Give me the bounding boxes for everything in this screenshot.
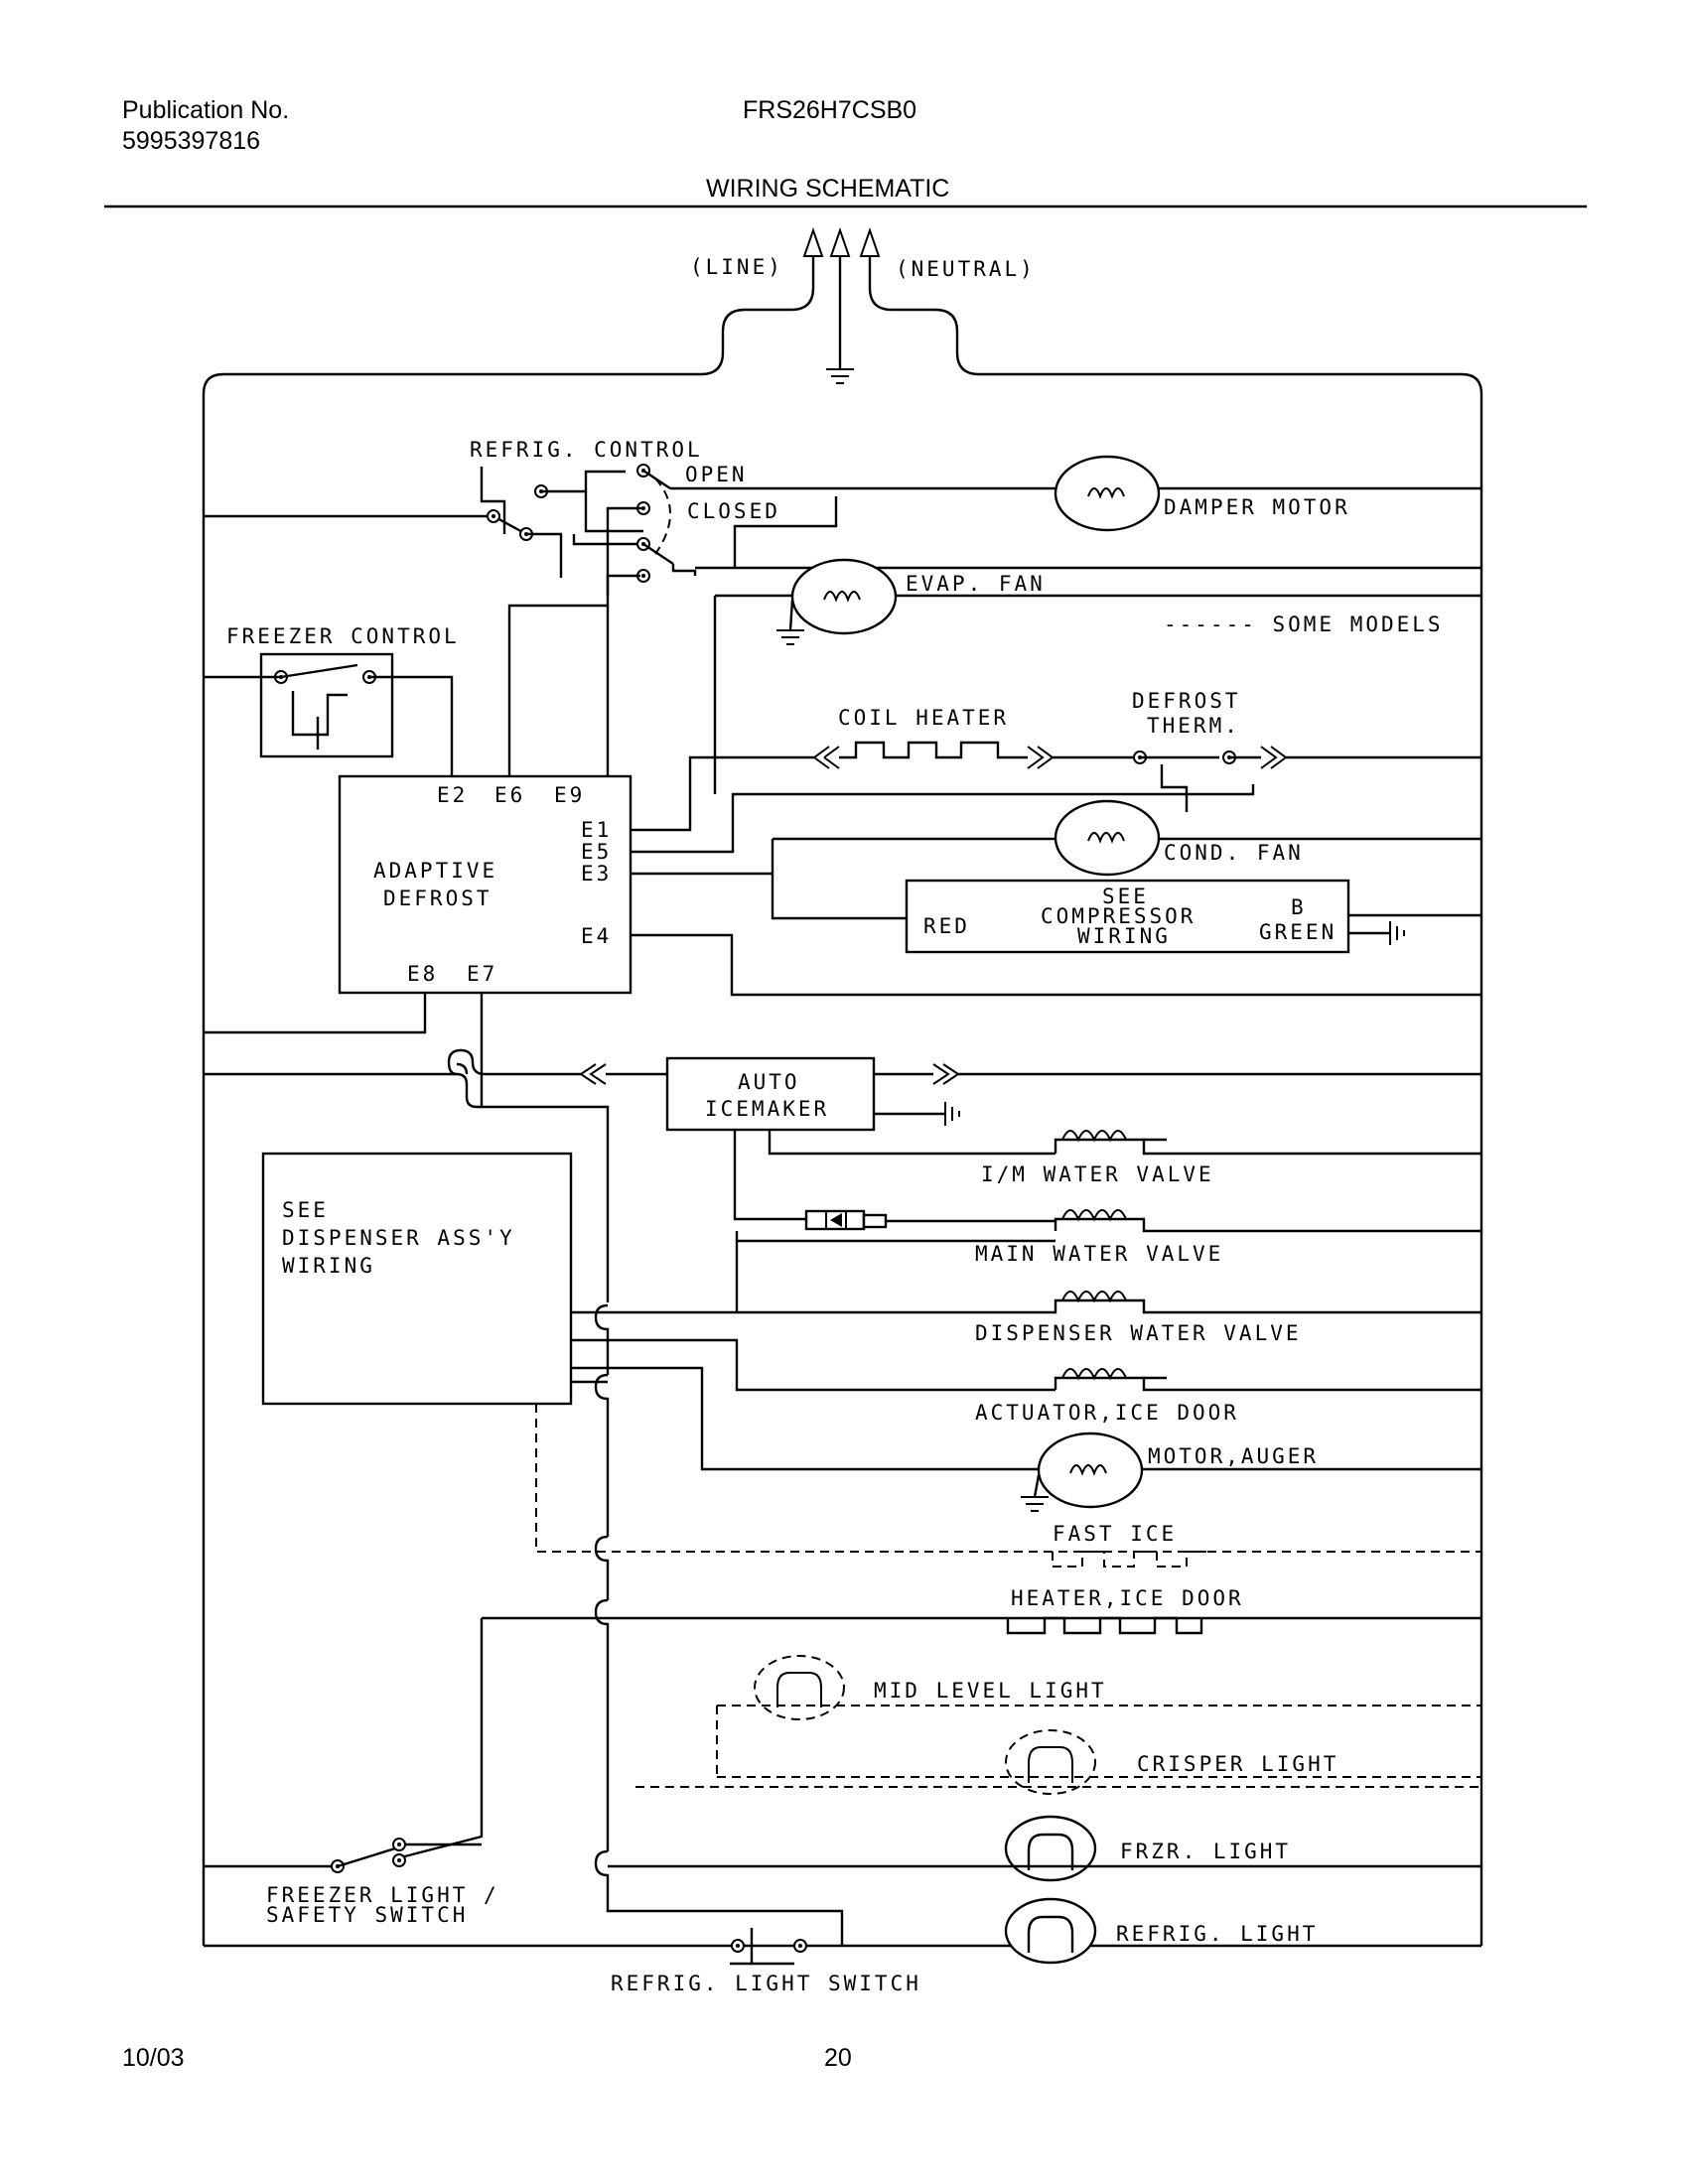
label-im-water-valve: I/M WATER VALVE — [981, 1162, 1214, 1186]
heater-ice-door — [1006, 1616, 1203, 1635]
label-e4: E4 — [581, 924, 612, 948]
im-water-valve — [1054, 1130, 1481, 1156]
page-title: WIRING SCHEMATIC — [706, 175, 950, 203]
refrig-control — [204, 464, 1481, 794]
label-b: B — [1291, 895, 1307, 919]
label-dispenser-assy: DISPENSER ASS'Y — [282, 1226, 515, 1250]
bus-lines — [396, 1057, 1481, 1946]
footer-date: 10/03 — [122, 2044, 185, 2072]
label-defrost-board: DEFROST — [383, 887, 492, 910]
label-some-models: ------ SOME MODELS — [1164, 613, 1444, 636]
label-actuator-ice-door: ACTUATOR,ICE DOOR — [975, 1401, 1239, 1425]
publication-number: 5995397816 — [122, 127, 261, 155]
label-line: (LINE) — [690, 255, 783, 279]
label-neutral: (NEUTRAL) — [896, 257, 1036, 281]
actuator-ice-door — [1054, 1368, 1481, 1392]
label-heater-ice-door: HEATER,ICE DOOR — [1011, 1586, 1244, 1610]
defrost-thermostat — [1133, 746, 1481, 812]
dispenser-water-valve — [737, 1291, 1481, 1314]
label-e3: E3 — [581, 862, 612, 886]
fast-ice-heater — [1052, 1551, 1206, 1568]
publication-label: Publication No. — [122, 96, 290, 124]
compressor-wiring-box — [905, 879, 1481, 954]
label-closed: CLOSED — [687, 499, 780, 523]
label-auto: AUTO — [738, 1070, 800, 1094]
label-cond-fan: COND. FAN — [1164, 841, 1304, 865]
coil-heater — [813, 741, 1140, 769]
refrig-light-switch — [730, 1928, 807, 1966]
label-e8: E8 — [407, 962, 438, 986]
label-green: GREEN — [1259, 920, 1336, 944]
icemaker-circuit — [204, 1048, 1481, 1221]
crisper-light — [635, 1729, 1481, 1795]
label-refrig-control: REFRIG. CONTROL — [470, 438, 703, 462]
label-adaptive: ADAPTIVE — [373, 859, 497, 883]
label-damper-motor: DAMPER MOTOR — [1164, 495, 1350, 519]
motor-auger — [1021, 1432, 1481, 1512]
label-freezer-light-switch-2: SAFETY SWITCH — [266, 1903, 468, 1927]
label-compressor: COMPRESSOR — [1041, 904, 1196, 928]
label-e2: E2 — [437, 783, 468, 807]
frzr-light — [204, 1815, 1481, 1882]
label-frzr-light: FRZR. LIGHT — [1120, 1840, 1291, 1863]
label-icemaker: ICEMAKER — [705, 1097, 829, 1121]
label-dispenser-wiring: WIRING — [282, 1254, 375, 1278]
wire-connector — [804, 1209, 1057, 1231]
label-e5: E5 — [581, 840, 612, 864]
label-red: RED — [923, 914, 970, 938]
label-mid-level-light: MID LEVEL LIGHT — [874, 1679, 1107, 1703]
label-fast-ice: FAST ICE — [1053, 1522, 1177, 1546]
label-see-dispenser: SEE — [282, 1198, 329, 1222]
label-e9: E9 — [554, 783, 585, 807]
label-evap-fan: EVAP. FAN — [906, 572, 1046, 596]
label-therm: THERM. — [1147, 714, 1240, 738]
label-main-water-valve: MAIN WATER VALVE — [975, 1242, 1223, 1266]
label-coil-heater: COIL HEATER — [838, 706, 1009, 730]
label-see-compressor: SEE — [1102, 885, 1149, 908]
evap-fan — [606, 558, 1481, 794]
label-defrost: DEFROST — [1132, 689, 1241, 713]
cond-fan — [1054, 799, 1161, 877]
dispenser-assembly-box — [261, 1152, 1481, 1553]
label-crisper-light: CRISPER LIGHT — [1137, 1752, 1338, 1776]
refrig-light — [1004, 1897, 1097, 1965]
label-freezer-control: FREEZER CONTROL — [226, 624, 460, 648]
adaptive-defrost-board — [338, 774, 633, 995]
mid-level-light — [716, 1655, 1481, 1777]
label-refrig-light: REFRIG. LIGHT — [1116, 1922, 1318, 1946]
model-number: FRS26H7CSB0 — [743, 96, 917, 124]
label-e1: E1 — [581, 818, 612, 842]
main-water-valve — [735, 1209, 1481, 1312]
label-compressor-wiring: WIRING — [1077, 924, 1171, 948]
ground-symbol-main — [826, 368, 854, 384]
label-open: OPEN — [685, 463, 748, 486]
page-number: 20 — [824, 2044, 852, 2072]
power-input — [202, 226, 1483, 1946]
label-refrig-light-switch: REFRIG. LIGHT SWITCH — [611, 1972, 921, 1995]
label-motor-auger: MOTOR,AUGER — [1148, 1444, 1319, 1468]
label-e6: E6 — [494, 783, 525, 807]
damper-motor — [1054, 455, 1161, 532]
freezer-control — [204, 652, 454, 776]
label-e7: E7 — [467, 962, 497, 986]
freezer-light-safety-switch — [331, 1838, 482, 1873]
label-freezer-light-switch-1: FREEZER LIGHT / — [266, 1883, 499, 1907]
label-dispenser-water-valve: DISPENSER WATER VALVE — [975, 1321, 1302, 1345]
